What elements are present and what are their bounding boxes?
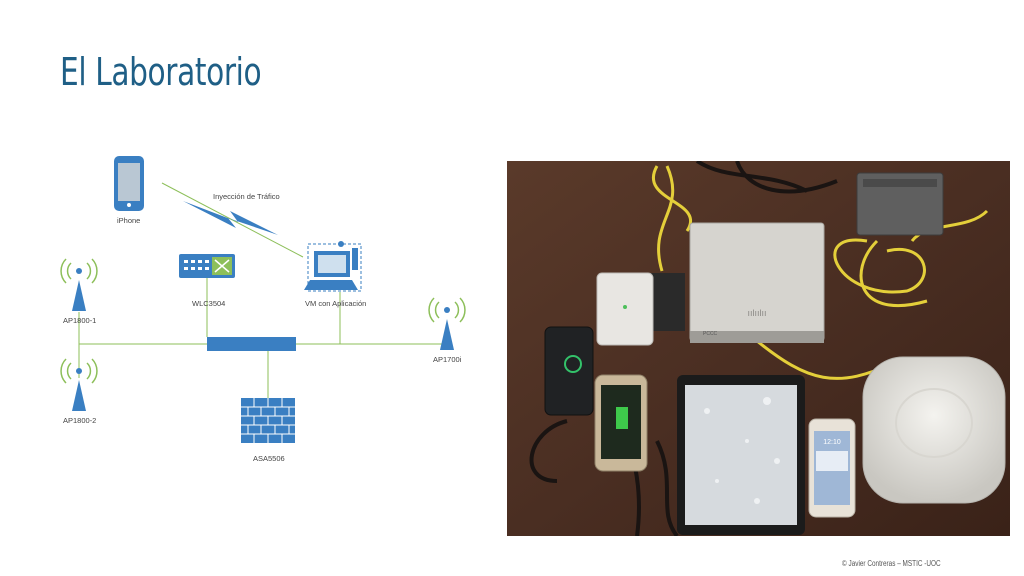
iphone-label: iPhone [117, 216, 141, 225]
vm-label: VM con Aplicación [305, 299, 367, 308]
asa-label: ASA5506 [253, 454, 285, 463]
iphone-device-icon [114, 156, 144, 211]
access-point-icon [60, 358, 98, 411]
wlc-device-icon [179, 254, 235, 278]
footer-credit: © Javier Contreras – MSTIC -UOC [842, 559, 941, 568]
network-diagram: iPhone Inyección de Tráfico WLC3504 VM c… [0, 0, 500, 576]
device-label: PCCC [703, 331, 718, 337]
network-links [78, 182, 447, 398]
lab-photo: ıılıılıı PCCC [507, 161, 1010, 536]
core-switch [207, 337, 296, 351]
access-point-icon [428, 297, 466, 350]
access-point-icon [60, 258, 98, 311]
ap1700i-label: AP1700i [433, 355, 462, 364]
phone-time: 12:10 [823, 439, 841, 446]
ap1800-2-label: AP1800-2 [63, 416, 97, 425]
ap1800-1-label: AP1800-1 [63, 316, 97, 325]
svg-text:ıılıılıı: ıılıılıı [747, 308, 766, 318]
slide-title: El Laboratorio [60, 50, 262, 94]
vm-computer-icon [304, 241, 362, 292]
wlc-label: WLC3504 [192, 299, 226, 308]
traffic-injection-label: Inyección de Tráfico [213, 192, 280, 201]
lightning-bolt-icon [183, 201, 278, 235]
firewall-icon [241, 398, 295, 443]
